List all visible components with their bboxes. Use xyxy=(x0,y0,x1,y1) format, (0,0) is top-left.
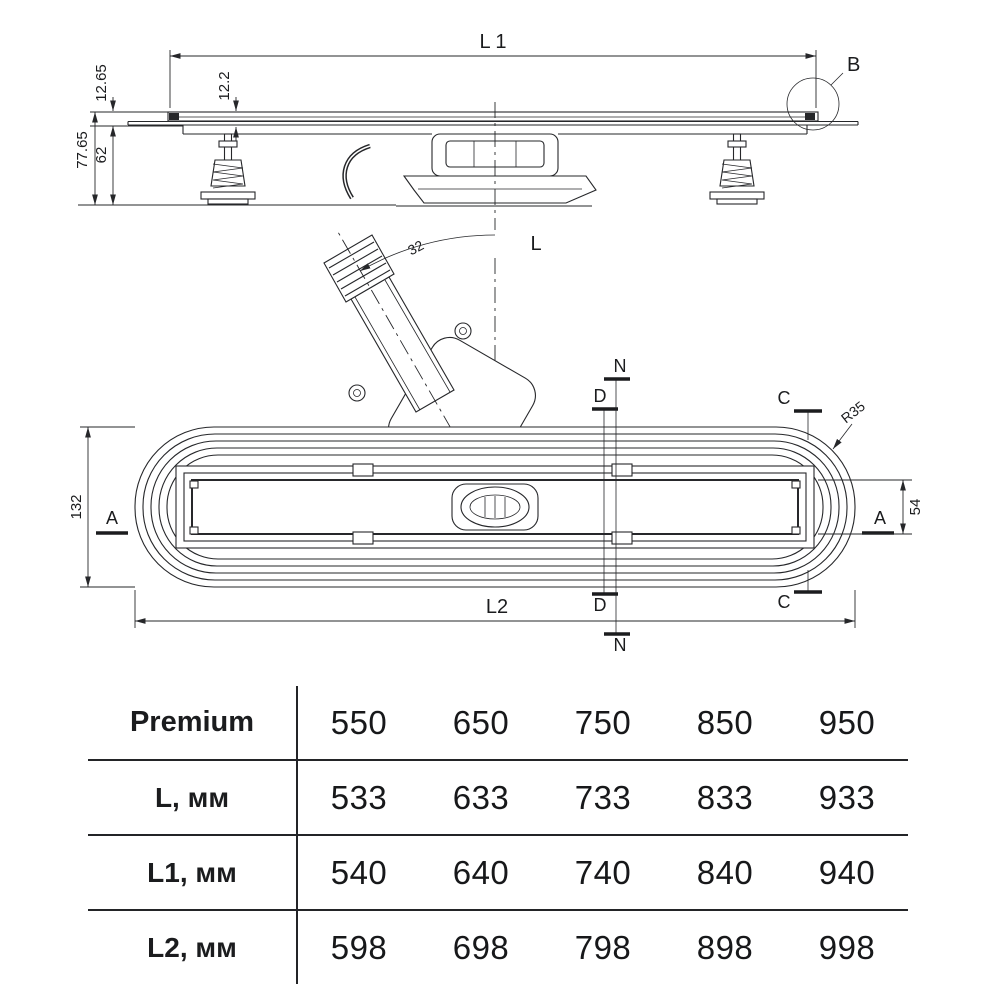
table-cell: 550 xyxy=(330,703,388,741)
section-n-marks: N N xyxy=(604,356,630,655)
row-label: L2, мм xyxy=(88,911,298,984)
table-cell: 940 xyxy=(818,853,876,891)
foot-left xyxy=(200,133,256,205)
dim-54-label: 54 xyxy=(907,499,924,516)
table-cell: 750 xyxy=(574,703,632,741)
section-c-bottom-label: C xyxy=(778,592,791,612)
table-cell: 540 xyxy=(330,853,388,891)
table-cell: 740 xyxy=(574,853,632,891)
section-d-top-label: D xyxy=(594,386,607,406)
table-cell: 640 xyxy=(452,853,510,891)
table-cell: 650 xyxy=(452,703,510,741)
section-a-left-label: A xyxy=(106,508,118,528)
dim-l1-label: L 1 xyxy=(479,31,506,53)
technical-drawing-svg: L 1 xyxy=(68,31,924,655)
dim-132-label: 132 xyxy=(68,494,85,519)
section-a-marks: A A xyxy=(96,508,894,535)
detail-b-label: B xyxy=(847,54,860,76)
row-label: L, мм xyxy=(88,761,298,834)
table-cell: 698 xyxy=(452,928,510,966)
dimension-heights: 77.65 62 12.65 12.2 xyxy=(74,64,396,206)
trap-side xyxy=(342,133,597,207)
section-n-bottom-label: N xyxy=(614,635,627,655)
radius-r35-label: R35 xyxy=(838,398,868,427)
dim-l2-label: L2 xyxy=(486,596,508,618)
channel-plan xyxy=(134,426,856,588)
table-row-l: L, мм 533 633 733 833 933 xyxy=(88,759,908,834)
table-row-l2: L2, мм 598 698 798 898 998 xyxy=(88,909,908,984)
row-label: L1, мм xyxy=(88,836,298,909)
section-n-top-label: N xyxy=(614,356,627,376)
plan-view: 32 xyxy=(68,231,924,655)
dimension-54: 54 xyxy=(818,479,924,535)
dimension-132: 132 xyxy=(68,426,135,588)
table-cell: 898 xyxy=(696,928,754,966)
side-view: L 1 xyxy=(74,31,860,255)
table-cell: 833 xyxy=(696,778,754,816)
dimension-r35: R35 xyxy=(832,398,868,450)
section-d-marks: D D xyxy=(592,386,618,615)
dimension-l2: L2 xyxy=(134,590,856,628)
table-cell: 598 xyxy=(330,928,388,966)
table-row-premium: Premium 550 650 750 850 950 xyxy=(88,686,908,759)
table-cell: 633 xyxy=(452,778,510,816)
section-a-right-label: A xyxy=(874,508,886,528)
table-row-l1: L1, мм 540 640 740 840 940 xyxy=(88,834,908,909)
section-c-top-label: C xyxy=(778,388,791,408)
table-cell: 840 xyxy=(696,853,754,891)
table-cell: 850 xyxy=(696,703,754,741)
section-c-marks: C C xyxy=(778,388,822,612)
dim-grate-height-label: 12.2 xyxy=(216,71,233,100)
table-cell: 533 xyxy=(330,778,388,816)
dimension-l1: L 1 xyxy=(169,31,817,108)
detail-callout-b: B xyxy=(786,54,860,131)
dim-body-height-label: 62 xyxy=(93,147,110,164)
table-cell: 950 xyxy=(818,703,876,741)
length-l-label: L xyxy=(530,233,541,255)
table-cell: 933 xyxy=(818,778,876,816)
foot-right xyxy=(709,133,765,205)
table-cell: 733 xyxy=(574,778,632,816)
table-cell: 798 xyxy=(574,928,632,966)
row-label: Premium xyxy=(88,686,298,759)
table-cell: 998 xyxy=(818,928,876,966)
dim-total-height-label: 77.65 xyxy=(74,131,91,169)
pipe-angle-label: 32 xyxy=(405,237,426,259)
dim-edge-height-label: 12.65 xyxy=(93,64,110,102)
spec-table: Premium 550 650 750 850 950 L, мм 533 63… xyxy=(88,686,908,984)
channel-side xyxy=(127,111,859,135)
section-d-bottom-label: D xyxy=(594,595,607,615)
